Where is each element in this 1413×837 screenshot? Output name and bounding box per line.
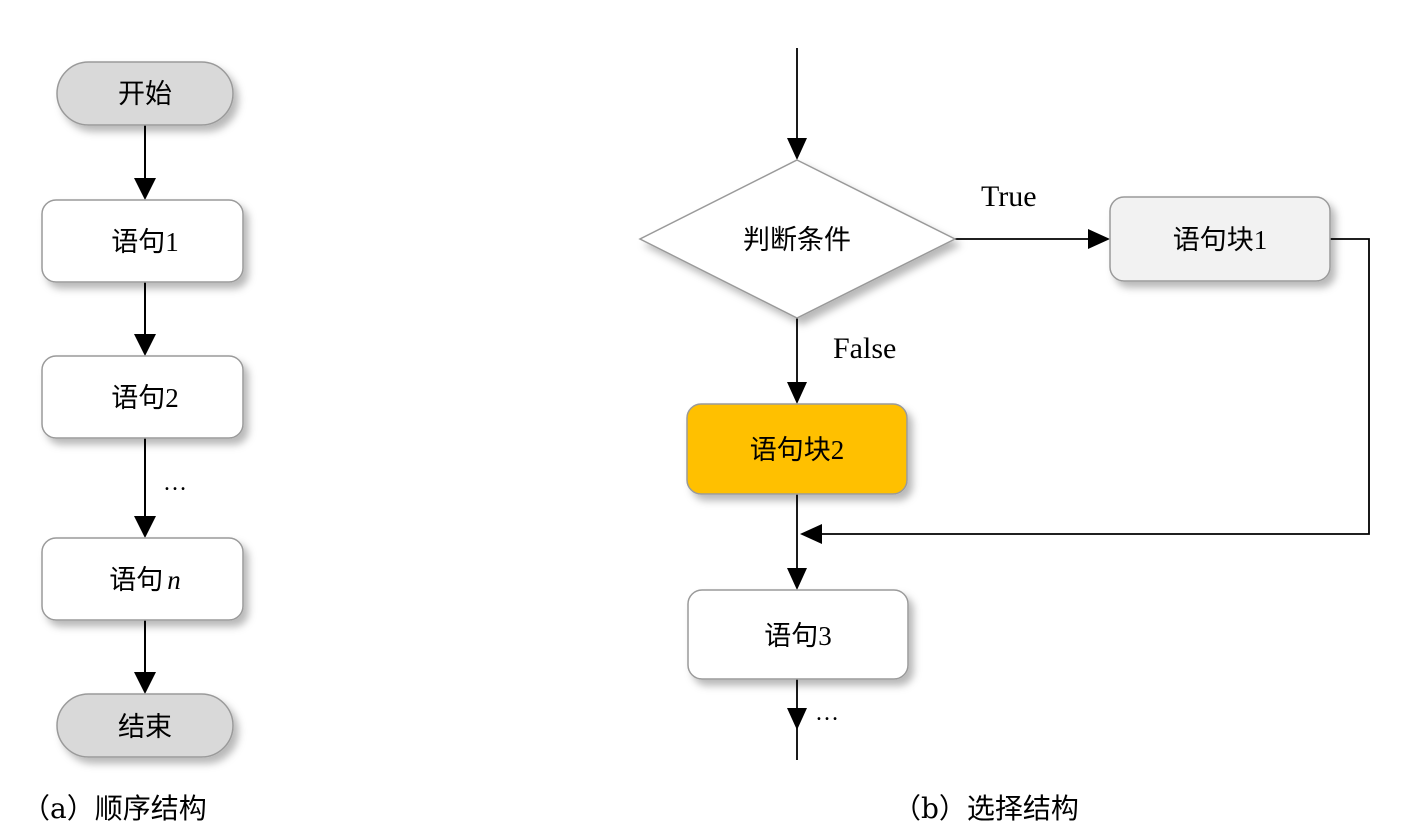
- selection-caption: （b）选择结构: [893, 792, 1079, 825]
- sequence-connectors: [134, 125, 156, 694]
- statement-1-word: 语句: [111, 227, 165, 258]
- arrowhead: [800, 524, 822, 544]
- arrowhead: [787, 382, 807, 404]
- arrowhead: [134, 178, 156, 200]
- statement-2-number: 2: [165, 383, 179, 413]
- statement-2-label: 语句2: [111, 383, 179, 414]
- end-terminal: 结束: [56, 693, 234, 758]
- arrowhead: [787, 708, 807, 730]
- false-label: False: [833, 332, 896, 365]
- statement-block-1-label: 语句块1: [1173, 225, 1268, 256]
- condition-label: 判断条件: [743, 225, 851, 256]
- statement-block-2-word: 语句块: [750, 435, 831, 466]
- start-terminal: 开始: [56, 61, 234, 126]
- statement-3-word: 语句: [764, 621, 818, 652]
- arrowhead: [134, 334, 156, 356]
- arrowhead: [787, 138, 807, 160]
- true-label: True: [981, 180, 1037, 213]
- statement-block-2-label: 语句块2: [750, 435, 845, 466]
- statement-1-label: 语句1: [111, 227, 179, 258]
- statement-1-box: 语句1: [41, 199, 244, 283]
- selection-ellipsis: …: [815, 700, 839, 726]
- arrowhead: [134, 672, 156, 694]
- statement-3-label: 语句3: [764, 621, 832, 652]
- statement-2-word: 语句: [111, 383, 165, 414]
- statement-block-1-word: 语句块: [1173, 225, 1254, 256]
- statement-n-word: 语句: [109, 565, 163, 596]
- statement-block-1-number: 1: [1254, 225, 1268, 255]
- statement-2-box: 语句2: [41, 355, 244, 439]
- end-label: 结束: [118, 712, 172, 743]
- sequence-ellipsis: …: [163, 470, 187, 496]
- statement-3-box: 语句3: [687, 589, 909, 680]
- selection-structure: 判断条件 True False 语句块1 语句块2 语句3 … （b）选择结构: [638, 48, 1370, 825]
- statement-block-2-box: 语句块2: [686, 403, 908, 495]
- statement-block-2-number: 2: [831, 435, 845, 465]
- statement-1-number: 1: [165, 227, 179, 257]
- arrowhead: [787, 568, 807, 590]
- statement-3-number: 3: [818, 621, 832, 651]
- statement-block-1-box: 语句块1: [1109, 196, 1331, 282]
- start-label: 开始: [118, 79, 172, 110]
- sequence-caption: （a）顺序结构: [22, 792, 207, 825]
- selection-connectors: [787, 48, 1370, 760]
- connector-block1-return: [820, 238, 1370, 535]
- statement-n-variable: n: [167, 565, 181, 595]
- condition-diamond: 判断条件: [638, 159, 957, 319]
- arrowhead: [134, 516, 156, 538]
- arrowhead: [1088, 229, 1110, 249]
